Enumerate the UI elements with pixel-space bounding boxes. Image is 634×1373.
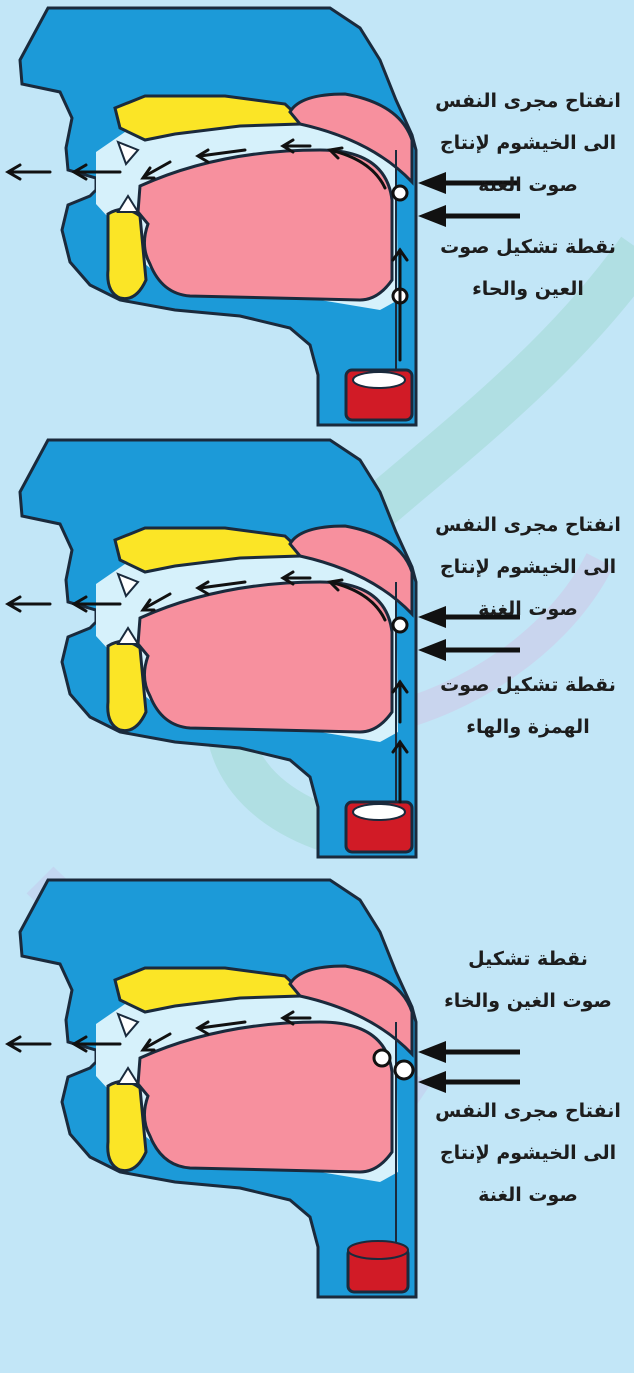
jaw-bone: [108, 641, 146, 730]
vocal-tract-panel-3: نقطة تشكيل صوت الغين والخاء انفتاح مجرى …: [0, 872, 634, 1312]
tongue: [138, 150, 392, 300]
label-articulation-point: نقطة تشكيل صوت الهمزة والهاء: [428, 664, 628, 748]
vocal-tract-panel-1: انفتاح مجرى النفس الى الخيشوم لإنتاج صوت…: [0, 0, 634, 440]
pointer-arrow-icon: [418, 205, 520, 227]
larynx: [346, 370, 412, 420]
label-nasal-opening: انفتاح مجرى النفس الى الخيشوم لإنتاج صوت…: [428, 1090, 628, 1216]
vocal-tract-panel-2: انفتاح مجرى النفس الى الخيشوم لإنتاج صوت…: [0, 432, 634, 872]
label-articulation-point: نقطة تشكيل صوت العين والحاء: [428, 226, 628, 310]
vocal-tract-diagram: [0, 0, 634, 440]
jaw-bone: [108, 209, 146, 298]
label-articulation-point: نقطة تشكيل صوت الغين والخاء: [428, 938, 628, 1022]
articulation-point-icon: [393, 618, 407, 632]
articulation-point-icon: [374, 1050, 390, 1066]
tongue: [138, 1022, 392, 1172]
articulation-point-icon: [395, 1061, 413, 1079]
articulation-point-icon: [393, 186, 407, 200]
label-nasal-opening: انفتاح مجرى النفس الى الخيشوم لإنتاج صوت…: [428, 504, 628, 630]
tongue: [138, 582, 392, 732]
pointer-arrow-icon: [418, 639, 520, 661]
jaw-bone: [108, 1081, 146, 1170]
pointer-arrow-icon: [418, 1041, 520, 1063]
larynx: [348, 1241, 408, 1292]
larynx: [346, 802, 412, 852]
vocal-tract-diagram: [0, 432, 634, 872]
label-nasal-opening: انفتاح مجرى النفس الى الخيشوم لإنتاج صوت…: [428, 80, 628, 206]
